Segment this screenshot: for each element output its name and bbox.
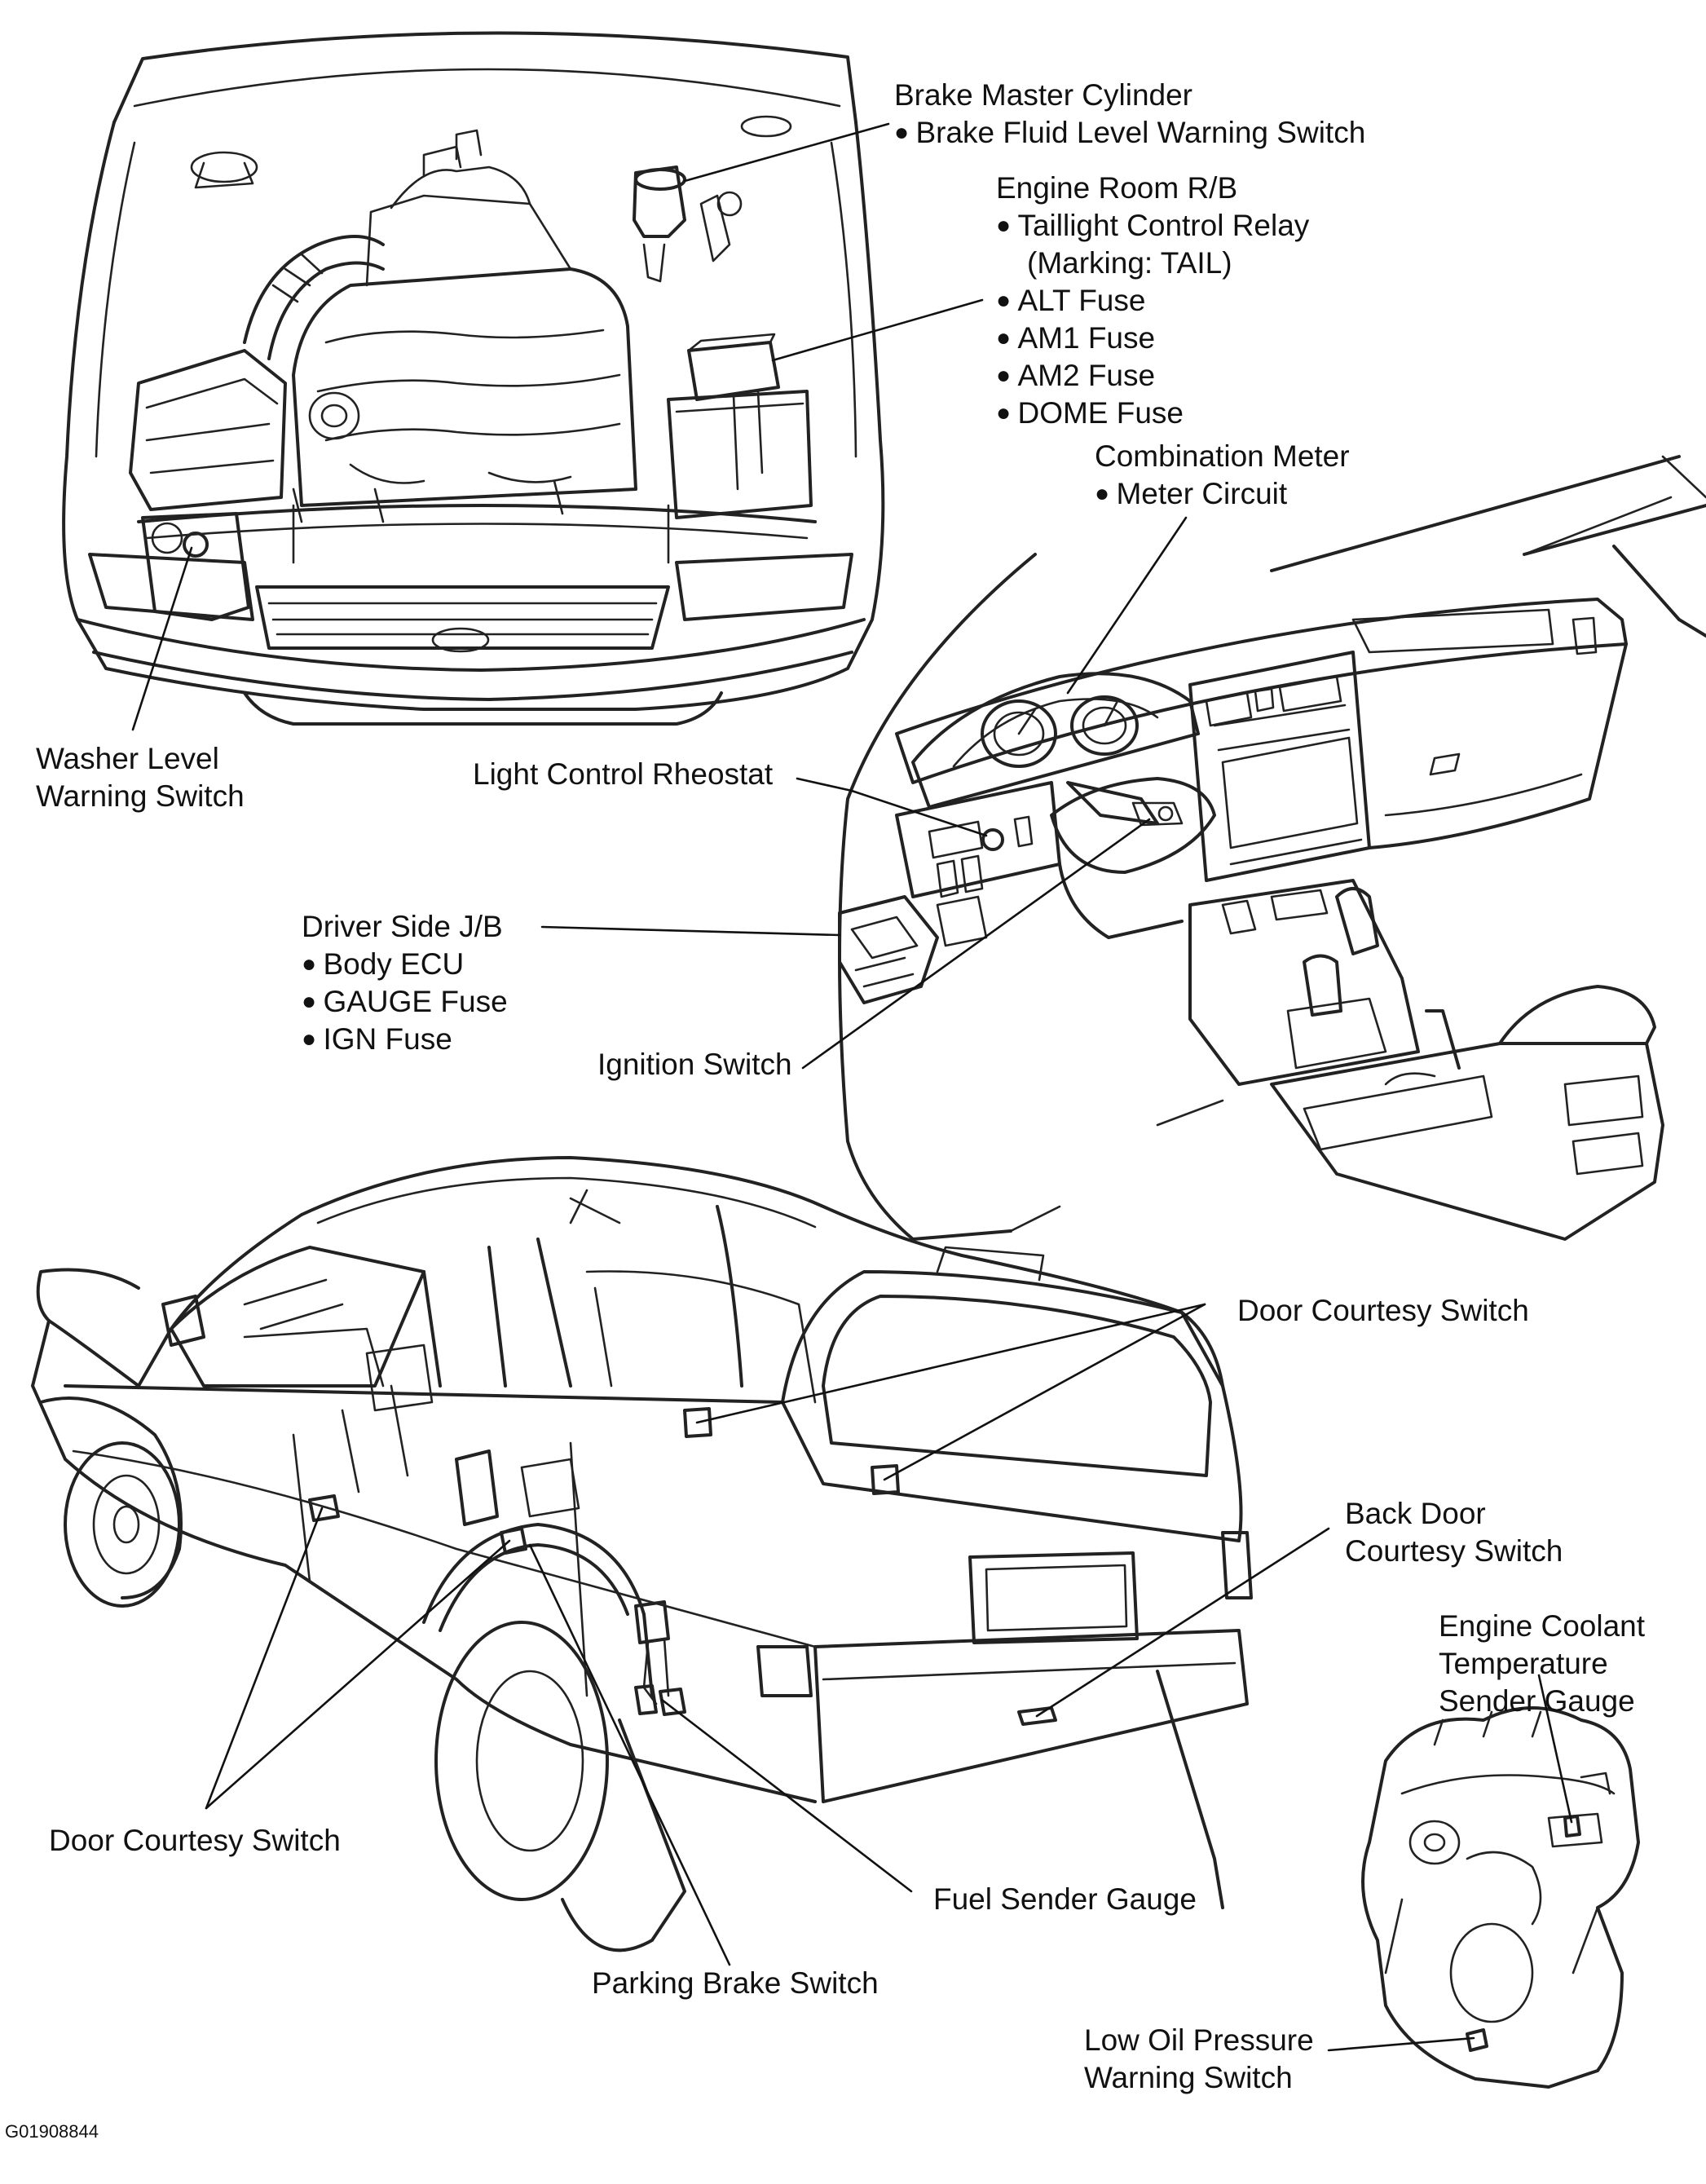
washer-level-line: Warning Switch <box>36 779 245 813</box>
engine-coolant-line: Temperature <box>1439 1647 1608 1680</box>
brake-master-title: Brake Master Cylinder <box>894 78 1193 112</box>
instrument-panel-illustration <box>838 455 1706 1241</box>
label-back-door-courtesy-switch: Back Door Courtesy Switch <box>1345 1495 1563 1570</box>
combination-meter-title: Combination Meter <box>1095 439 1350 473</box>
label-brake-master-cylinder: Brake Master Cylinder Brake Fluid Level … <box>894 77 1365 152</box>
label-driver-side-jb: Driver Side J/B Body ECU GAUGE Fuse IGN … <box>302 908 508 1058</box>
engine-room-rb-item: (Marking: TAIL) <box>1027 246 1232 280</box>
driver-side-jb-item: Body ECU <box>302 946 508 983</box>
engine-room-rb-item: ALT Fuse <box>996 282 1309 320</box>
low-oil-pressure-line: Low Oil Pressure <box>1084 2023 1314 2057</box>
label-fuel-sender-gauge: Fuel Sender Gauge <box>933 1882 1197 1916</box>
washer-level-line: Washer Level <box>36 742 219 775</box>
engine-coolant-line: Sender Gauge <box>1439 1684 1635 1718</box>
engine-room-rb-item: AM2 Fuse <box>996 357 1309 395</box>
label-engine-room-rb: Engine Room R/B Taillight Control Relay … <box>996 170 1309 432</box>
vehicle-illustration <box>31 1156 1253 1952</box>
engine-coolant-line: Engine Coolant <box>1439 1609 1646 1643</box>
engine-bay-illustration <box>62 31 885 726</box>
label-low-oil-pressure-warning-switch: Low Oil Pressure Warning Switch <box>1084 2022 1314 2097</box>
back-door-courtesy-line: Back Door <box>1345 1497 1486 1530</box>
engine-room-rb-item: DOME Fuse <box>996 395 1309 432</box>
figure-code: G01908844 <box>5 2121 99 2142</box>
engine-room-rb-title: Engine Room R/B <box>996 171 1238 205</box>
label-washer-level-warning-switch: Washer Level Warning Switch <box>36 740 245 815</box>
leader-lines <box>131 122 1573 2052</box>
engine-illustration <box>1361 1706 1640 2089</box>
back-door-courtesy-line: Courtesy Switch <box>1345 1534 1563 1568</box>
label-ignition-switch: Ignition Switch <box>597 1048 792 1081</box>
driver-side-jb-item: GAUGE Fuse <box>302 983 507 1021</box>
label-light-control-rheostat: Light Control Rheostat <box>473 757 774 791</box>
label-combination-meter: Combination Meter Meter Circuit <box>1095 438 1350 513</box>
driver-side-jb-item: IGN Fuse <box>302 1021 508 1058</box>
engine-room-rb-item: Taillight Control Relay <box>996 207 1309 245</box>
label-door-courtesy-switch-right: Door Courtesy Switch <box>1237 1294 1529 1327</box>
driver-side-jb-title: Driver Side J/B <box>302 910 503 943</box>
label-engine-coolant-temperature-sender-gauge: Engine Coolant Temperature Sender Gauge <box>1439 1608 1645 1720</box>
engine-room-rb-item: AM1 Fuse <box>996 320 1309 357</box>
label-parking-brake-switch: Parking Brake Switch <box>592 1966 879 2000</box>
low-oil-pressure-line: Warning Switch <box>1084 2061 1293 2094</box>
brake-master-item: Brake Fluid Level Warning Switch <box>894 114 1365 152</box>
combination-meter-item: Meter Circuit <box>1095 475 1350 513</box>
label-door-courtesy-switch-left: Door Courtesy Switch <box>49 1824 341 1857</box>
